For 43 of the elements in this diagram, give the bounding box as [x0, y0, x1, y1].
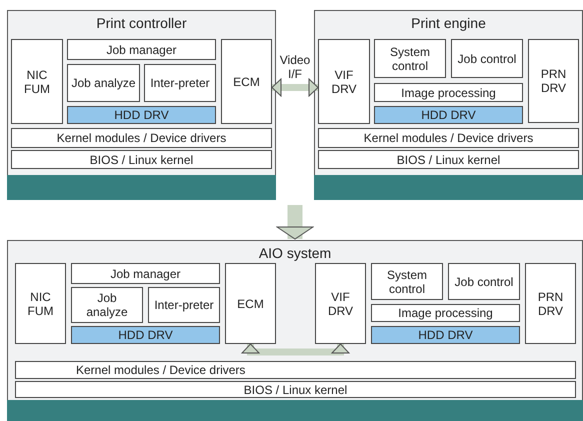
module-box: Job manager [71, 263, 220, 284]
module-box: VIF DRV [318, 39, 370, 124]
driver-box: HDD DRV [71, 326, 220, 344]
module-box: Image processing [374, 83, 523, 102]
panel-title: Print controller [96, 15, 187, 31]
module-box: Image processing [371, 304, 520, 322]
module-box: Inter-preter [144, 64, 216, 102]
module-box: PRN DRV [525, 263, 576, 344]
module-box: ECM [221, 39, 272, 124]
system-panel [7, 240, 583, 421]
driver-box: HDD DRV [67, 106, 216, 124]
module-box: Job control [451, 39, 523, 78]
edge-label: Video I/F [277, 53, 313, 81]
double-arrow [272, 78, 318, 96]
processor-bar [7, 175, 276, 200]
module-box: Job analyze [71, 287, 143, 323]
panel-title: Print engine [411, 15, 486, 31]
module-box: ECM [225, 263, 276, 344]
module-box: Kernel modules / Device drivers [318, 128, 579, 148]
module-box: BIOS / Linux kernel [318, 150, 579, 169]
module-box: NIC FUM [11, 39, 63, 124]
module-box: Job control [448, 263, 520, 300]
module-box: BIOS / Linux kernel [11, 150, 272, 169]
module-box: Kernel modules / Device drivers [15, 361, 576, 379]
driver-box: HDD DRV [374, 106, 523, 124]
processor-bar [314, 175, 583, 200]
module-box: System control [374, 39, 446, 78]
module-box: Inter-preter [148, 287, 220, 323]
module-box: Job manager [67, 39, 216, 60]
double-arrow [242, 344, 350, 356]
module-box: NIC FUM [15, 263, 66, 344]
module-box: Kernel modules / Device drivers [11, 128, 272, 148]
module-box: System control [371, 263, 443, 300]
module-box: VIF DRV [315, 263, 366, 344]
panel-title: AIO system [258, 245, 332, 261]
system-panel [314, 10, 583, 200]
processor-bar [7, 400, 583, 421]
system-panel [7, 10, 276, 200]
module-box: BIOS / Linux kernel [15, 381, 576, 398]
block-arrow [276, 205, 314, 240]
module-box: PRN DRV [528, 39, 579, 123]
module-box: Job analyze [67, 64, 140, 102]
driver-box: HDD DRV [371, 326, 520, 344]
